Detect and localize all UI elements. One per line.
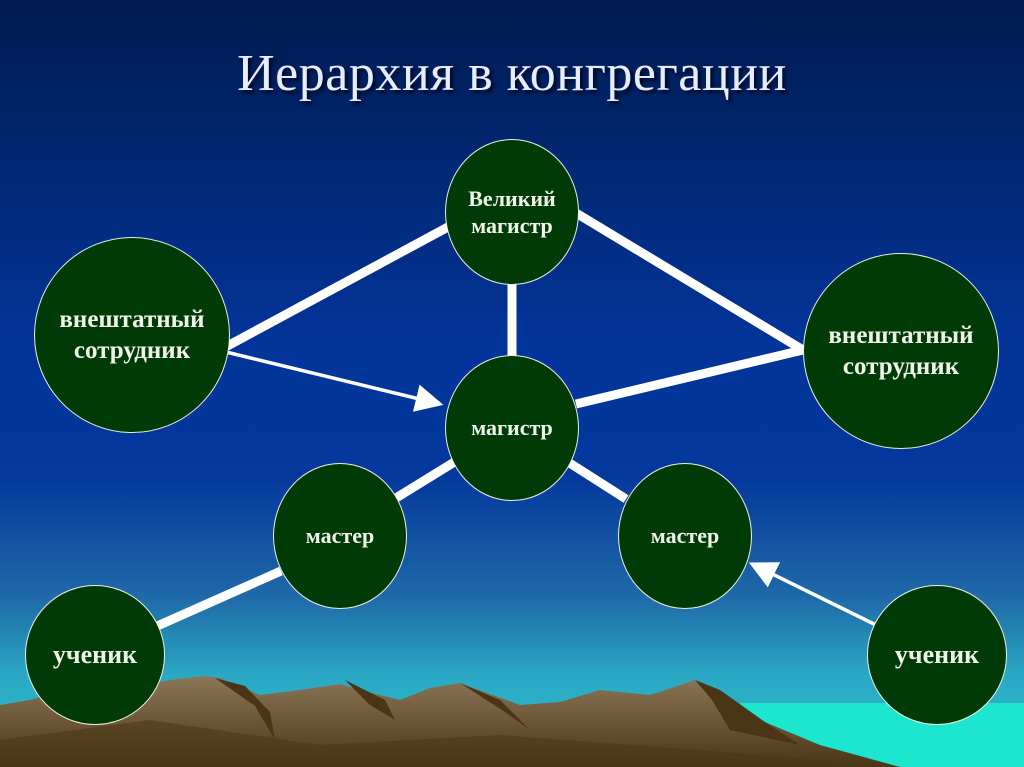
node-label-line2: сотрудник bbox=[73, 337, 191, 364]
node-master-left: мастер bbox=[273, 463, 407, 609]
node-label: мастер bbox=[650, 523, 720, 549]
node-label: магистр bbox=[471, 415, 553, 441]
node-student-left: ученик bbox=[25, 585, 165, 725]
node-label-line2: магистр bbox=[471, 213, 553, 238]
node-label-line1: внештатный bbox=[828, 321, 974, 349]
node-label-line1: Великий bbox=[468, 185, 556, 211]
node-student-right: ученик bbox=[867, 585, 1007, 725]
slide-title: Иерархия в конгрегации bbox=[237, 45, 787, 102]
node-label-line1: внештатный bbox=[59, 305, 205, 333]
node-master-right: мастер bbox=[618, 463, 752, 609]
node-label: ученик bbox=[894, 639, 980, 669]
node-magister: магистр bbox=[445, 355, 579, 501]
node-label-line2: сотрудник bbox=[842, 353, 960, 380]
node-grand-master: Великий магистр bbox=[445, 139, 579, 285]
node-external-left: внештатный сотрудник bbox=[34, 237, 230, 433]
node-label: ученик bbox=[52, 639, 138, 669]
node-label: мастер bbox=[305, 523, 375, 549]
node-external-right: внештатный сотрудник bbox=[803, 253, 999, 449]
